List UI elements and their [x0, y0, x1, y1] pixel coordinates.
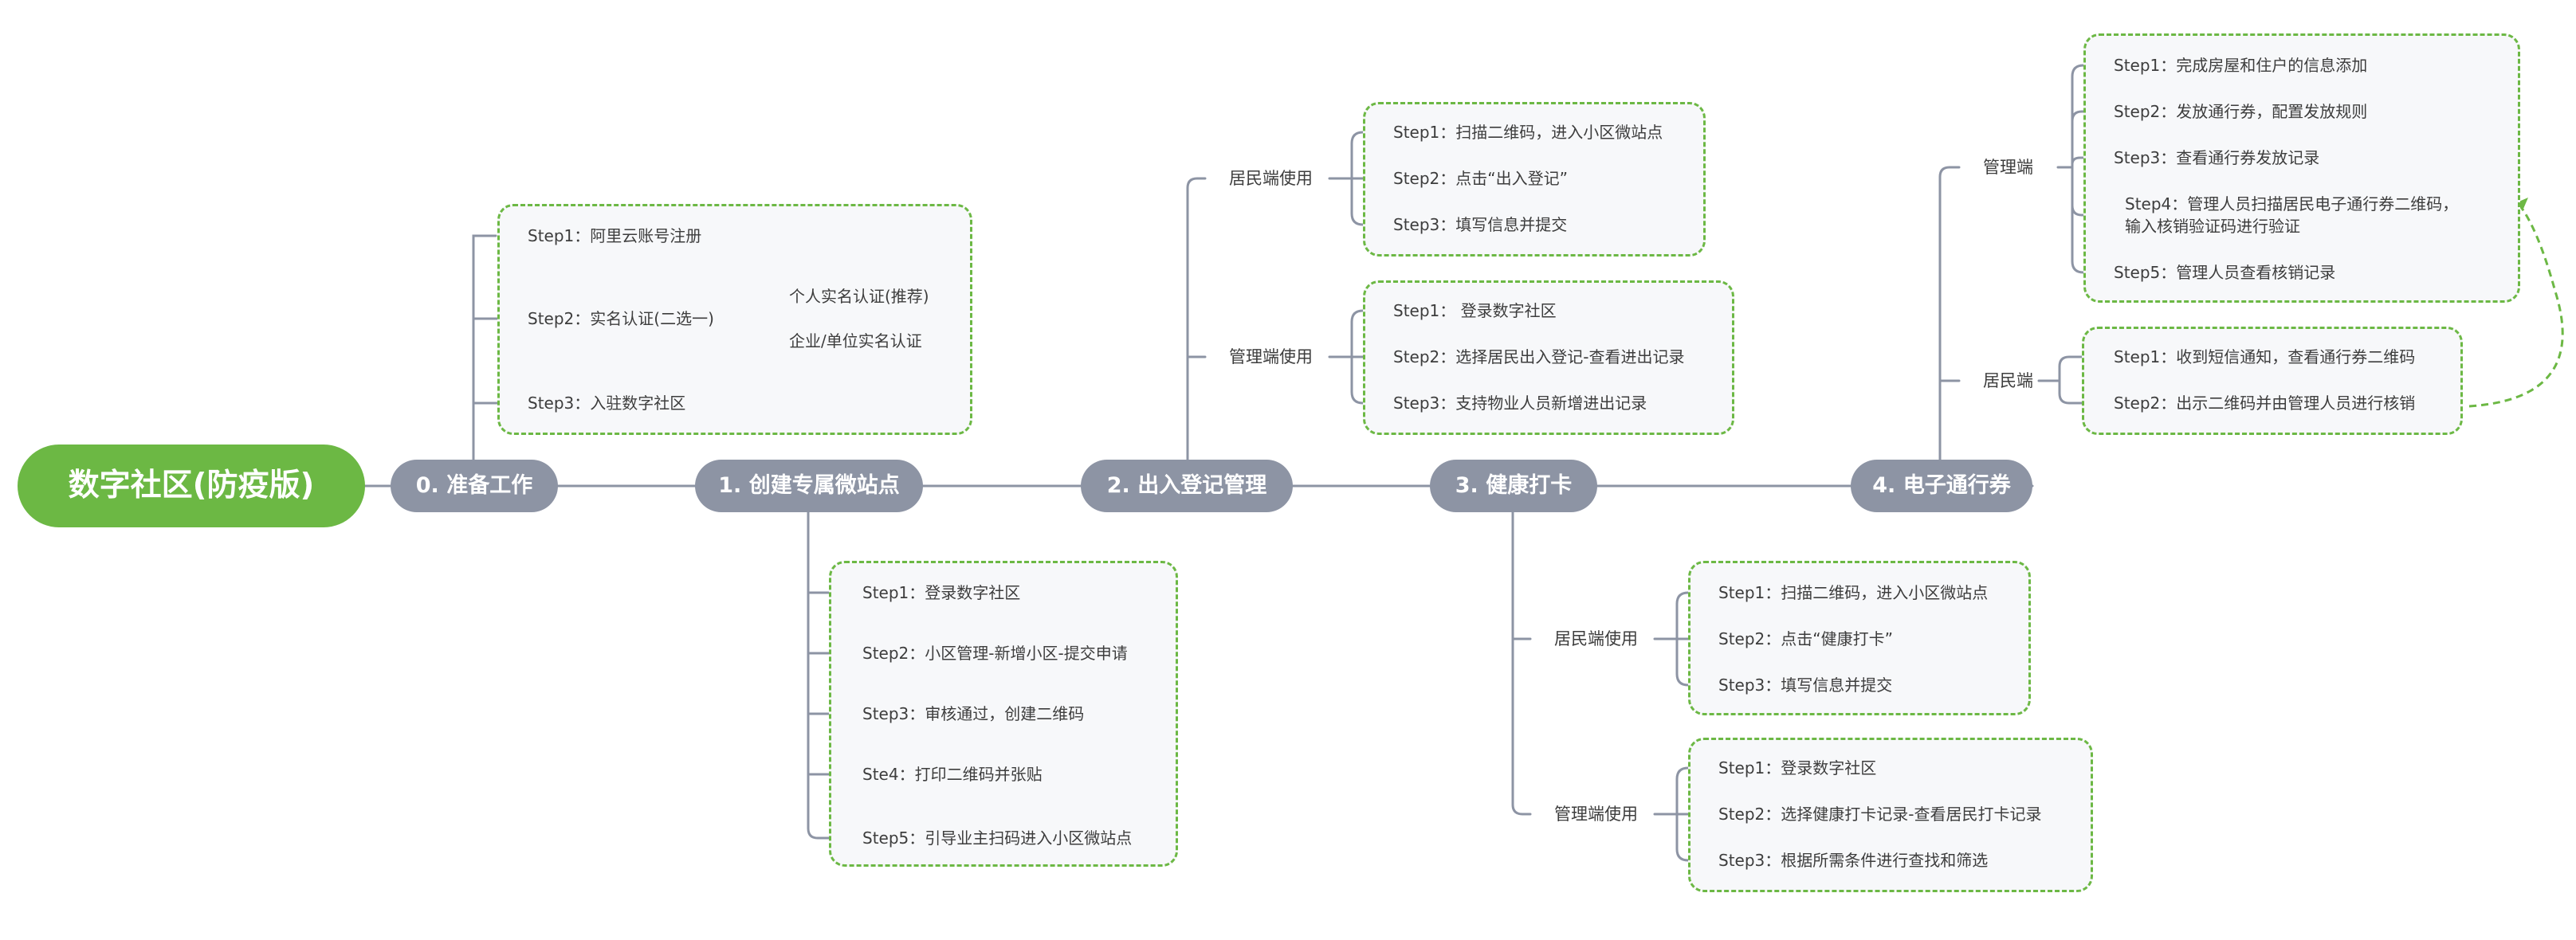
health-res-step-3: Step3：填写信息并提交 [1718, 676, 1893, 695]
entry-res-step-2: Step2：点击“出入登记” [1393, 169, 1568, 188]
branch4-g2-connector [2037, 355, 2083, 405]
site-step-4: Ste4：打印二维码并张贴 [862, 765, 1043, 784]
pass-adm-step-3: Step3：查看通行券发放记录 [2114, 148, 2320, 167]
verify-link-arrowhead [2517, 198, 2528, 209]
pass-resident-label: 居民端 [1983, 371, 2033, 390]
health-res-step-1: Step1：扫描二维码，进入小区微站点 [1718, 583, 1989, 602]
root-node: 数字社区(防疫版) [18, 445, 365, 527]
preparation-steps-box [497, 204, 972, 435]
node-entry-exit: 2. 出入登记管理 [1081, 460, 1293, 512]
entry-resident-box [1363, 102, 1706, 257]
prep-option-personal: 个人实名认证(推荐) [789, 287, 929, 306]
entry-resident-label: 居民端使用 [1229, 169, 1313, 188]
node-preparation: 0. 准备工作 [391, 460, 558, 512]
node-create-site: 1. 创建专属微站点 [695, 460, 923, 512]
prep-step-1: Step1：阿里云账号注册 [528, 226, 702, 245]
pass-admin-box [2083, 33, 2520, 303]
branch3-connector [1511, 510, 1532, 816]
pass-adm-step-2: Step2：发放通行券，配置发放规则 [2114, 102, 2368, 121]
prep-step-3: Step3：入驻数字社区 [528, 394, 686, 413]
branch1-connector [807, 510, 831, 840]
health-adm-step-1: Step1：登录数字社区 [1718, 758, 1877, 777]
branch3-g2-connector [1653, 766, 1702, 862]
node-e-pass: 4. 电子通行券 [1851, 460, 2032, 512]
branch0-connector [472, 234, 499, 462]
entry-adm-step-2: Step2：选择居民出入登记-查看进出记录 [1393, 347, 1685, 366]
health-admin-label: 管理端使用 [1554, 805, 1638, 824]
branch2-g1-connector [1328, 131, 1377, 226]
site-step-1: Step1：登录数字社区 [862, 583, 1021, 602]
pass-adm-step-4-cont: 输入核销验证码进行验证 [2125, 217, 2300, 236]
branch3-g1-connector [1653, 591, 1702, 687]
site-step-5: Step5：引导业主扫码进入小区微站点 [862, 828, 1133, 848]
pass-admin-label: 管理端 [1983, 158, 2033, 177]
pass-resident-box [2082, 327, 2463, 435]
health-res-step-2: Step2：点击“健康打卡” [1718, 629, 1893, 648]
pass-res-step-2: Step2：出示二维码并由管理人员进行核销 [2114, 394, 2416, 413]
prep-step-2: Step2：实名认证(二选一) [528, 309, 714, 328]
entry-adm-step-1: Step1： 登录数字社区 [1393, 301, 1557, 320]
entry-admin-box [1363, 280, 1734, 435]
entry-res-step-1: Step1：扫描二维码，进入小区微站点 [1393, 123, 1663, 142]
verify-link-arrow [2468, 203, 2564, 408]
create-site-steps-box [829, 561, 1178, 867]
pass-adm-step-4: Step4：管理人员扫描居民电子通行券二维码， [2125, 194, 2459, 213]
health-adm-step-3: Step3：根据所需条件进行查找和筛选 [1718, 851, 1989, 870]
branch2-connector [1186, 177, 1207, 462]
health-adm-step-2: Step2：选择健康打卡记录-查看居民打卡记录 [1718, 805, 2042, 824]
branch4-connector [1938, 166, 1961, 462]
pass-adm-step-1: Step1：完成房屋和住户的信息添加 [2114, 56, 2368, 75]
health-resident-label: 居民端使用 [1554, 629, 1638, 648]
entry-adm-step-3: Step3：支持物业人员新增进出记录 [1393, 394, 1647, 413]
entry-res-step-3: Step3：填写信息并提交 [1393, 215, 1568, 234]
health-resident-box [1688, 561, 2031, 715]
prep-option-enterprise: 企业/单位实名认证 [789, 331, 922, 351]
entry-admin-label: 管理端使用 [1229, 347, 1313, 366]
health-admin-box [1688, 738, 2093, 892]
site-step-2: Step2：小区管理-新增小区-提交申请 [862, 644, 1128, 663]
branch4-g1-connector [2056, 64, 2111, 274]
pass-adm-step-5: Step5：管理人员查看核销记录 [2114, 263, 2336, 282]
pass-res-step-1: Step1：收到短信通知，查看通行券二维码 [2114, 347, 2416, 366]
site-step-3: Step3：审核通过，创建二维码 [862, 704, 1085, 723]
node-health-checkin: 3. 健康打卡 [1430, 460, 1597, 512]
branch2-g2-connector [1328, 309, 1377, 405]
